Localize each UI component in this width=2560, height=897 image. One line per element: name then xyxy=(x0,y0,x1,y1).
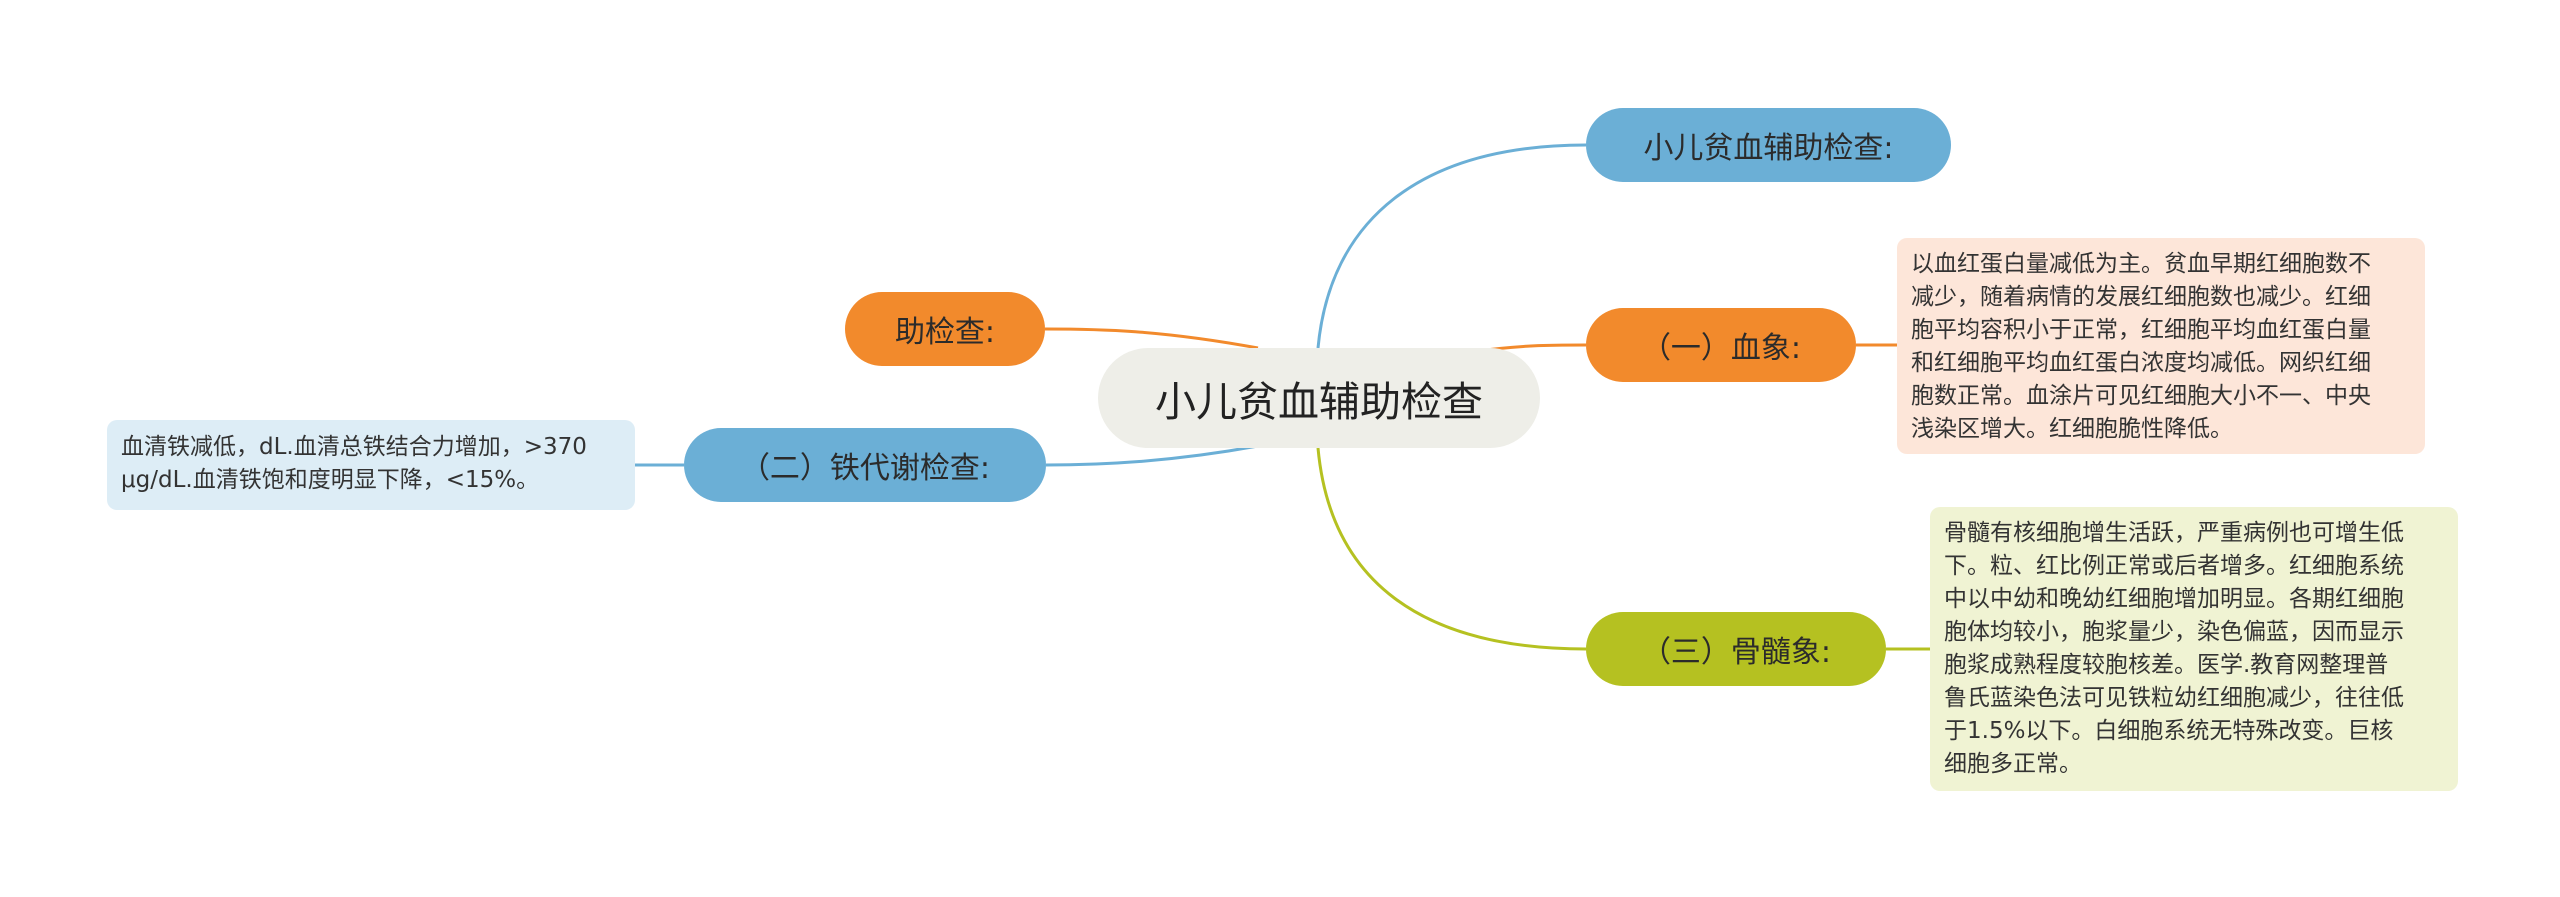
marrow-note-line: 胞体均较小，胞浆量少，染色偏蓝，因而显示 xyxy=(1944,619,2404,645)
marrow-note-line: 中以中幼和晚幼红细胞增加明显。各期红细胞 xyxy=(1944,586,2404,612)
branch-title-topic[interactable]: 小儿贫血辅助检查: xyxy=(1586,108,1951,182)
branch-iron-topic[interactable]: （二）铁代谢检查: xyxy=(684,428,1046,502)
link-root-iron xyxy=(1045,444,1259,467)
blood-note[interactable]: 以血红蛋白量减低为主。贫血早期红细胞数不 减少，随着病情的发展红细胞数也减少。红… xyxy=(1897,238,2425,454)
blood-note-line: 胞平均容积小于正常，红细胞平均血红蛋白量 xyxy=(1911,317,2371,343)
blood-note-line: 和红细胞平均血红蛋白浓度均减低。网织红细 xyxy=(1911,350,2371,376)
branch-marrow-topic[interactable]: （三）骨髓象: xyxy=(1586,612,1886,686)
root-topic[interactable]: 小儿贫血辅助检查 xyxy=(1098,348,1540,448)
iron-note[interactable]: 血清铁减低，dL.血清总铁结合力增加，>370 μg/dL.血清铁饱和度明显下降… xyxy=(107,420,635,510)
blood-note-line: 减少，随着病情的发展红细胞数也减少。红细 xyxy=(1911,284,2371,310)
link-root-title xyxy=(1316,143,1587,349)
marrow-note[interactable]: 骨髓有核细胞增生活跃，严重病例也可增生低 下。粒、红比例正常或后者增多。红细胞系… xyxy=(1930,507,2458,791)
iron-note-line: 血清铁减低，dL.血清总铁结合力增加，>370 xyxy=(121,434,587,460)
link-root-marrow xyxy=(1316,447,1587,651)
iron-note-line: μg/dL.血清铁饱和度明显下降，<15%。 xyxy=(121,467,540,493)
link-root-help xyxy=(1044,327,1259,350)
marrow-note-line: 胞浆成熟程度较胞核差。医学.教育网整理普 xyxy=(1944,652,2389,678)
marrow-note-line: 细胞多正常。 xyxy=(1944,751,2082,777)
blood-note-line: 胞数正常。血涂片可见红细胞大小不一、中央 xyxy=(1911,383,2371,409)
marrow-note-line: 下。粒、红比例正常或后者增多。红细胞系统 xyxy=(1944,553,2404,579)
blood-note-line: 浅染区增大。红细胞脆性降低。 xyxy=(1911,416,2233,442)
marrow-note-line: 骨髓有核细胞增生活跃，严重病例也可增生低 xyxy=(1944,520,2404,546)
marrow-note-line: 鲁氏蓝染色法可见铁粒幼红细胞减少，往往低 xyxy=(1944,685,2404,711)
branch-help-topic[interactable]: 助检查: xyxy=(845,292,1045,366)
marrow-note-line: 于1.5%以下。白细胞系统无特殊改变。巨核 xyxy=(1944,718,2394,744)
branch-blood-topic[interactable]: （一）血象: xyxy=(1586,308,1856,382)
blood-note-line: 以血红蛋白量减低为主。贫血早期红细胞数不 xyxy=(1911,251,2371,277)
